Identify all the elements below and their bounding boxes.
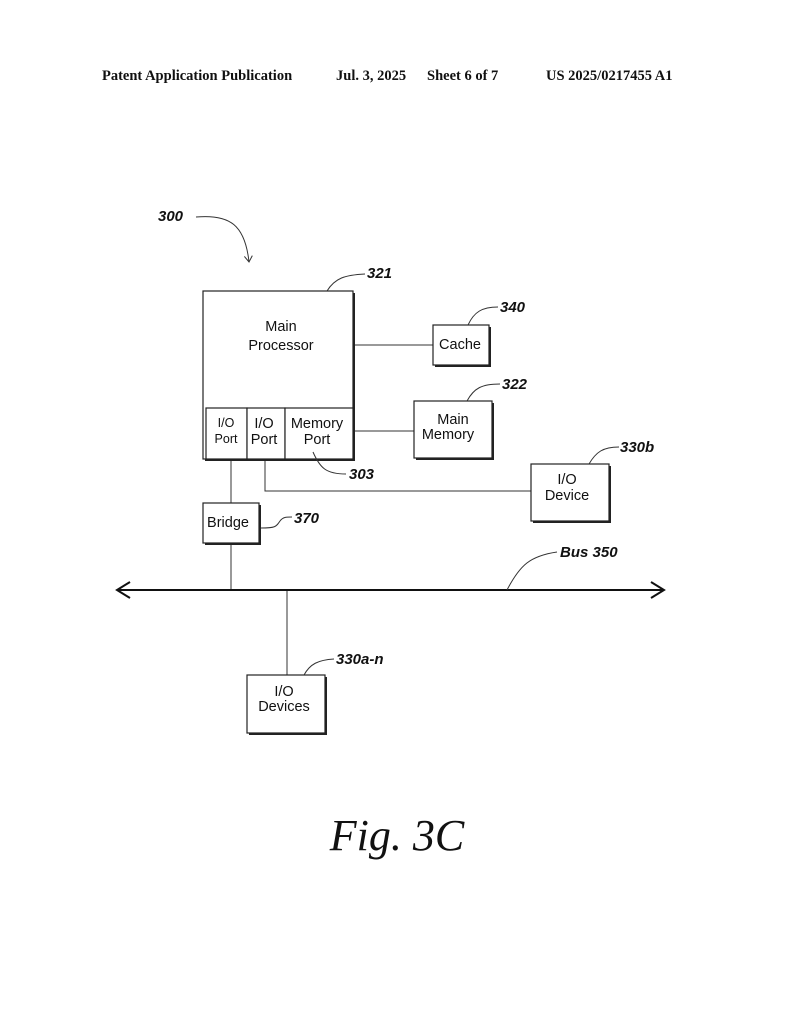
- cache-label: Cache: [439, 337, 481, 353]
- bridge-label: Bridge: [207, 515, 249, 531]
- publication-number: US 2025/0217455 A1: [546, 68, 673, 84]
- main-memory-line1: Main: [437, 412, 468, 428]
- io-devices-line1: I/O: [274, 684, 293, 700]
- io-port-1: [205, 407, 248, 460]
- memory-port-ref: 303: [349, 466, 375, 483]
- bus-ref-label: Bus 350: [560, 544, 618, 561]
- io-devices-ref: 330a-n: [336, 651, 384, 668]
- bus-left-arrow-icon: [115, 581, 131, 599]
- io-devices-leader: [303, 658, 335, 676]
- main-memory: Main Memory 322: [413, 376, 528, 460]
- main-processor-leader: [326, 273, 366, 292]
- io-port-1-line1: I/O: [218, 416, 235, 430]
- main-memory-line2: Memory: [422, 427, 475, 443]
- publication-date: Jul. 3, 2025: [336, 68, 407, 84]
- bus: Bus 350: [115, 544, 666, 599]
- figure-caption: Fig. 3C: [329, 811, 465, 860]
- page-header: Patent Application Publication Jul. 3, 2…: [0, 68, 794, 88]
- io-devices-line2: Devices: [258, 699, 310, 715]
- io-port-1-line2: Port: [215, 432, 238, 446]
- memory-port-line2: Port: [304, 432, 331, 448]
- io-devices: I/O Devices 330a-n: [246, 651, 384, 735]
- bridge-ref: 370: [294, 510, 320, 527]
- main-processor-ref: 321: [367, 265, 392, 282]
- system-ref-label: 300: [158, 208, 184, 225]
- io-device-leader: [588, 446, 620, 465]
- memory-port: [284, 407, 354, 460]
- cache-ref: 340: [500, 299, 526, 316]
- system-reference: 300: [158, 208, 253, 263]
- memory-port-leader: [312, 451, 347, 475]
- main-processor-line2: Processor: [248, 338, 313, 354]
- bus-right-arrow-icon: [650, 581, 666, 599]
- io-device-ref: 330b: [620, 439, 654, 456]
- main-processor: Main Processor 321 I/O Port I/O Port Mem…: [202, 265, 392, 483]
- io-device-line1: I/O: [557, 472, 576, 488]
- connection-lines: [230, 344, 531, 675]
- io-device: I/O Device 330b: [530, 439, 654, 523]
- cache-leader: [467, 306, 499, 326]
- system-ref-arrow: [195, 216, 253, 263]
- main-memory-leader: [466, 383, 501, 402]
- main-memory-ref: 322: [502, 376, 528, 393]
- io-device-line2: Device: [545, 488, 589, 504]
- io-port-2: [246, 407, 286, 460]
- bus-leader: [506, 551, 558, 591]
- main-processor-line1: Main: [265, 319, 296, 335]
- sheet-number: Sheet 6 of 7: [427, 68, 499, 84]
- cache: Cache 340: [432, 299, 526, 367]
- io-port-2-line1: I/O: [254, 416, 273, 432]
- memory-port-line1: Memory: [291, 416, 344, 432]
- publication-type: Patent Application Publication: [102, 68, 293, 84]
- io-port-2-line2: Port: [251, 432, 278, 448]
- bridge: Bridge 370: [202, 502, 320, 545]
- io-port-io-device-link: [264, 459, 531, 492]
- bridge-leader: [260, 516, 293, 529]
